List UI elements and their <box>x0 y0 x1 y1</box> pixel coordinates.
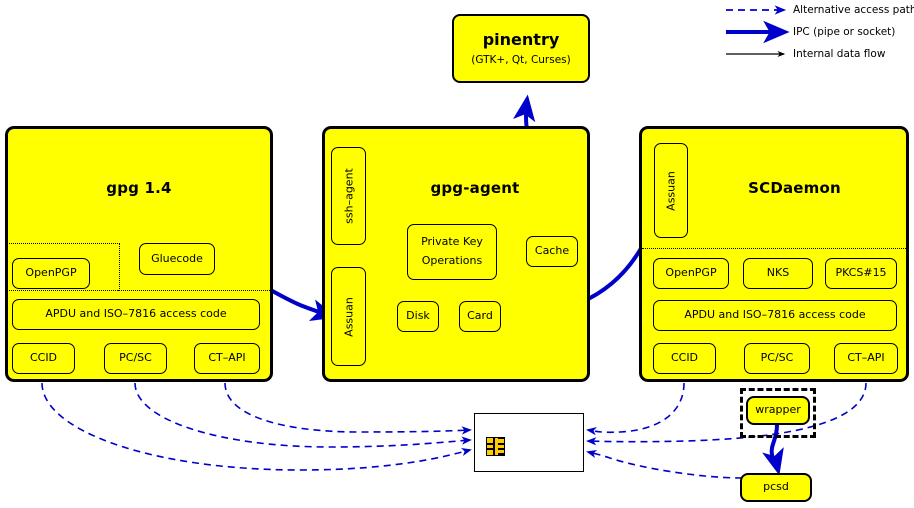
scdaemon-openpgp-label: OpenPGP <box>665 266 717 280</box>
scdaemon-apdu[interactable]: APDU and ISO–7816 access code <box>653 300 897 331</box>
pinentry-box[interactable]: pinentry (GTK+, Qt, Curses) <box>452 14 590 83</box>
legend-label-internal: Internal data flow <box>793 48 886 60</box>
scdaemon-assuan[interactable]: Assuan <box>654 143 688 238</box>
pcsd-box[interactable]: pcsd <box>740 473 812 502</box>
scdaemon-title: SCDaemon <box>748 179 841 197</box>
path-gpg-ctapi-to-card <box>224 382 472 435</box>
gpg14-ctapi-label: CT–API <box>208 351 246 365</box>
gpg14-gluecode[interactable]: Gluecode <box>139 243 215 275</box>
gpg14-openpgp-label: OpenPGP <box>25 266 77 280</box>
gpg-agent-cache[interactable]: Cache <box>526 236 578 267</box>
legend-label-ipc: IPC (pipe or socket) <box>793 26 896 38</box>
path-gpg-ccid-to-card <box>41 382 472 471</box>
private-key-ops-line2: Operations <box>421 254 483 267</box>
gpg-agent-card-label: Card <box>467 309 493 323</box>
pinentry-title: pinentry <box>482 30 560 50</box>
scdaemon-pkcs15[interactable]: PKCS#15 <box>825 258 897 289</box>
path-scd-ctapi-to-card <box>586 382 867 446</box>
gpg14-apdu-label: APDU and ISO–7816 access code <box>45 307 227 321</box>
scdaemon-ccid[interactable]: CCID <box>653 343 716 374</box>
wrapper-label: wrapper <box>755 403 801 417</box>
gpg-agent-ssh-agent[interactable]: ssh–agent <box>331 147 366 245</box>
scdaemon-ccid-label: CCID <box>670 351 699 365</box>
scdaemon-dotted-divider <box>642 248 906 249</box>
path-scd-ccid-to-card <box>586 382 685 436</box>
gpg-agent-assuan[interactable]: Assuan <box>331 267 366 366</box>
path-pcsd-to-card <box>586 449 743 479</box>
wrapper-enclosure <box>740 388 816 438</box>
gpg14-ccid-label: CCID <box>29 351 58 365</box>
scdaemon-openpgp[interactable]: OpenPGP <box>653 258 729 289</box>
gpg14-title: gpg 1.4 <box>106 179 172 197</box>
smartcard-chip-icon <box>486 437 505 456</box>
gpg-agent-private-key-operations[interactable]: Private Key Operations <box>407 224 497 280</box>
private-key-ops-line1: Private Key <box>421 235 483 249</box>
gpg14-ccid[interactable]: CCID <box>12 343 75 374</box>
gpg-agent-card[interactable]: Card <box>459 301 501 332</box>
gpg-agent-disk-label: Disk <box>406 309 430 323</box>
gpg14-apdu[interactable]: APDU and ISO–7816 access code <box>12 299 260 330</box>
scdaemon-apdu-label: APDU and ISO–7816 access code <box>684 308 866 322</box>
gpg14-pcsc[interactable]: PC/SC <box>104 343 167 374</box>
scdaemon-nks-label: NKS <box>766 266 790 280</box>
gpg14-dotted-region <box>7 243 120 291</box>
scdaemon-nks[interactable]: NKS <box>743 258 813 289</box>
gpg-agent-disk[interactable]: Disk <box>397 301 439 332</box>
gpg-agent-ssh-agent-label: ssh–agent <box>342 168 355 224</box>
scdaemon-pkcs15-label: PKCS#15 <box>835 266 887 280</box>
scdaemon-ctapi[interactable]: CT–API <box>834 343 898 374</box>
wrapper-box[interactable]: wrapper <box>746 396 810 425</box>
gpg-agent-assuan-label: Assuan <box>342 296 355 337</box>
path-gpg-pcsc-to-card <box>134 382 472 448</box>
scdaemon-pcsc-label: PC/SC <box>760 351 794 365</box>
gpg14-pcsc-label: PC/SC <box>119 351 152 365</box>
legend-label-alternative: Alternative access paths <box>793 4 914 16</box>
pinentry-subtitle: (GTK+, Qt, Curses) <box>471 53 571 66</box>
pcsd-label: pcsd <box>763 480 789 494</box>
scdaemon-assuan-label: Assuan <box>664 170 678 211</box>
gpg14-gluecode-label: Gluecode <box>151 251 203 265</box>
gpg-agent-title: gpg-agent <box>430 179 520 197</box>
scdaemon-ctapi-label: CT–API <box>847 351 885 365</box>
gpg14-openpgp[interactable]: OpenPGP <box>12 258 90 289</box>
gpg14-dotted-extension <box>118 290 270 291</box>
gpg14-ctapi[interactable]: CT–API <box>194 343 260 374</box>
scdaemon-pcsc[interactable]: PC/SC <box>744 343 810 374</box>
gpg-agent-cache-label: Cache <box>534 244 570 258</box>
